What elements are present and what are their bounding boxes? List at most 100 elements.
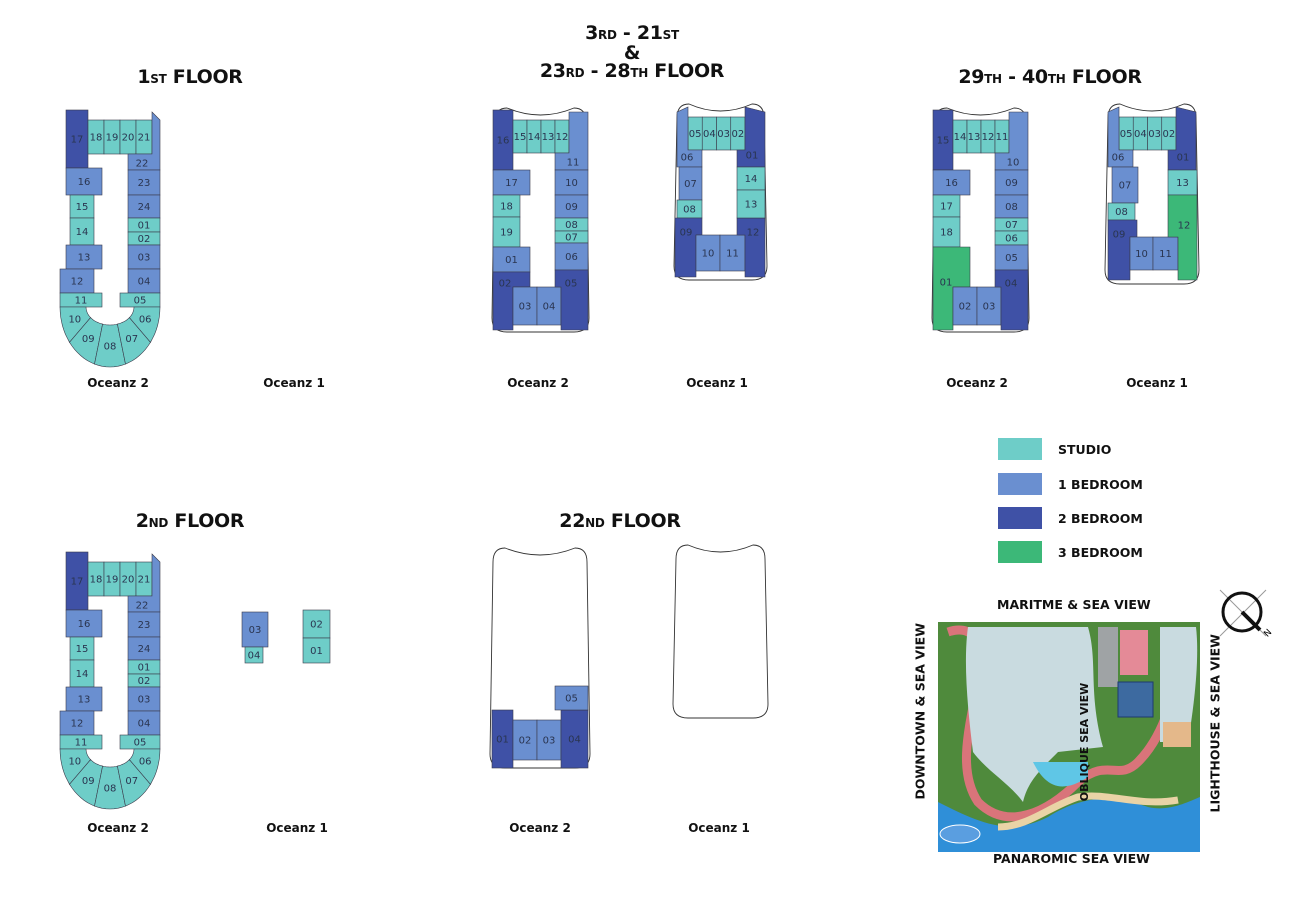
unit-01[interactable]: 01 <box>127 659 161 675</box>
unit-03[interactable]: 03 <box>127 686 161 712</box>
unit-04[interactable]: 04 <box>536 286 562 326</box>
unit-17[interactable]: 17 <box>65 551 89 611</box>
unit-13[interactable]: 13 <box>966 119 982 154</box>
unit-23[interactable]: 23 <box>127 611 161 638</box>
unit-03[interactable]: 03 <box>127 244 161 270</box>
unit-18[interactable]: 18 <box>492 194 521 218</box>
unit-04[interactable]: 04 <box>560 709 589 769</box>
unit-02[interactable]: 02 <box>127 673 161 688</box>
unit-23[interactable]: 23 <box>127 169 161 196</box>
unit-04[interactable]: 04 <box>1132 116 1148 151</box>
unit-12[interactable]: 12 <box>59 710 95 736</box>
unit-11[interactable]: 11 <box>59 292 103 308</box>
unit-15[interactable]: 15 <box>932 109 954 171</box>
unit-11[interactable]: 11 <box>719 234 746 272</box>
unit-01[interactable]: 01 <box>491 709 514 769</box>
unit-14[interactable]: 14 <box>736 166 766 191</box>
unit-03[interactable]: 03 <box>512 286 538 326</box>
unit-08[interactable]: 08 <box>1107 202 1136 221</box>
unit-03[interactable]: 03 <box>536 719 562 761</box>
unit-21[interactable]: 21 <box>135 561 153 597</box>
unit-15[interactable]: 15 <box>69 636 95 661</box>
unit-24[interactable]: 24 <box>127 636 161 661</box>
unit-02[interactable]: 02 <box>952 286 978 326</box>
unit-06[interactable]: 06 <box>128 306 161 343</box>
unit-04[interactable]: 04 <box>994 269 1029 331</box>
unit-04[interactable]: 04 <box>127 268 161 294</box>
unit-13[interactable]: 13 <box>1167 169 1198 196</box>
unit-19[interactable]: 19 <box>492 216 521 248</box>
unit-05[interactable]: 05 <box>994 244 1029 271</box>
unit-03[interactable]: 03 <box>1147 116 1163 151</box>
unit-19[interactable]: 19 <box>103 561 121 597</box>
unit-11[interactable]: 11 <box>1152 236 1179 271</box>
unit-05[interactable]: 05 <box>119 292 161 308</box>
unit-02[interactable]: 02 <box>127 231 161 246</box>
unit-02[interactable]: 02 <box>730 116 746 151</box>
unit-12[interactable]: 12 <box>59 268 95 294</box>
unit-13[interactable]: 13 <box>540 119 556 154</box>
unit-16[interactable]: 16 <box>492 109 514 171</box>
unit-06[interactable]: 06 <box>554 242 589 271</box>
unit-11[interactable]: 11 <box>59 734 103 750</box>
unit-03[interactable]: 03 <box>241 611 269 648</box>
unit-05[interactable]: 05 <box>119 734 161 750</box>
unit-14[interactable]: 14 <box>69 217 95 246</box>
unit-06[interactable]: 06 <box>994 230 1029 246</box>
unit-08[interactable]: 08 <box>676 199 703 219</box>
unit-19[interactable]: 19 <box>103 119 121 155</box>
unit-10[interactable]: 10 <box>554 169 589 196</box>
unit-13[interactable]: 13 <box>736 189 766 219</box>
unit-16[interactable]: 16 <box>65 609 103 638</box>
unit-02[interactable]: 02 <box>512 719 538 761</box>
unit-10[interactable]: 10 <box>1129 236 1154 271</box>
unit-09[interactable]: 09 <box>994 169 1029 196</box>
unit-15[interactable]: 15 <box>69 194 95 219</box>
unit-07[interactable]: 07 <box>678 166 703 201</box>
unit-14[interactable]: 14 <box>526 119 542 154</box>
unit-07[interactable]: 07 <box>994 217 1029 232</box>
unit-05[interactable]: 05 <box>687 116 703 151</box>
unit-05[interactable]: 05 <box>554 685 589 711</box>
unit-15[interactable]: 15 <box>512 119 528 154</box>
unit-18[interactable]: 18 <box>87 119 105 155</box>
unit-06[interactable]: 06 <box>128 748 161 785</box>
unit-08[interactable]: 08 <box>994 194 1029 219</box>
unit-20[interactable]: 20 <box>119 119 137 155</box>
unit-12[interactable]: 12 <box>1167 194 1198 281</box>
unit-03[interactable]: 03 <box>716 116 732 151</box>
unit-14[interactable]: 14 <box>952 119 968 154</box>
unit-01[interactable]: 01 <box>127 217 161 233</box>
unit-08[interactable]: 08 <box>554 217 589 232</box>
unit-18[interactable]: 18 <box>87 561 105 597</box>
unit-13[interactable]: 13 <box>65 244 103 270</box>
unit-04[interactable]: 04 <box>127 710 161 736</box>
unit-17[interactable]: 17 <box>492 169 531 196</box>
unit-06[interactable]: 06 <box>1107 106 1134 168</box>
unit-24[interactable]: 24 <box>127 194 161 219</box>
unit-02[interactable]: 02 <box>302 609 331 639</box>
unit-06[interactable]: 06 <box>676 106 703 168</box>
unit-09[interactable]: 09 <box>554 194 589 219</box>
unit-20[interactable]: 20 <box>119 561 137 597</box>
unit-03[interactable]: 03 <box>976 286 1002 326</box>
unit-21[interactable]: 21 <box>135 119 153 155</box>
unit-02[interactable]: 02 <box>1161 116 1177 151</box>
unit-01[interactable]: 01 <box>302 637 331 664</box>
unit-05[interactable]: 05 <box>554 269 589 331</box>
unit-17[interactable]: 17 <box>932 194 961 218</box>
unit-11[interactable]: 11 <box>994 119 1010 154</box>
unit-16[interactable]: 16 <box>932 169 971 196</box>
unit-12[interactable]: 12 <box>554 119 570 154</box>
unit-04[interactable]: 04 <box>701 116 717 151</box>
unit-07[interactable]: 07 <box>1111 166 1139 204</box>
unit-14[interactable]: 14 <box>69 659 95 688</box>
unit-05[interactable]: 05 <box>1118 116 1134 151</box>
unit-17[interactable]: 17 <box>65 109 89 169</box>
unit-13[interactable]: 13 <box>65 686 103 712</box>
unit-01[interactable]: 01 <box>492 246 531 273</box>
unit-07[interactable]: 07 <box>554 230 589 244</box>
unit-04[interactable]: 04 <box>244 646 264 664</box>
unit-16[interactable]: 16 <box>65 167 103 196</box>
unit-12[interactable]: 12 <box>980 119 996 154</box>
